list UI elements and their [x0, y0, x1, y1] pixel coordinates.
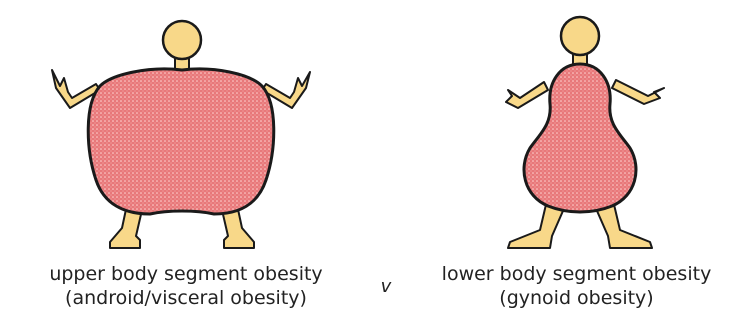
versus-label: v	[372, 276, 400, 297]
pear-shape-figure	[506, 17, 664, 248]
right-arm-icon	[612, 80, 664, 104]
head-icon	[561, 17, 599, 55]
caption-line-1: upper body segment obesity	[0, 262, 372, 286]
apple-shape-figure	[52, 21, 310, 248]
caption-line-1: lower body segment obesity	[400, 262, 753, 286]
apple-body-icon	[88, 69, 274, 214]
caption-line-2: (gynoid obesity)	[400, 286, 753, 310]
caption-line-2: (android/visceral obesity)	[0, 286, 372, 310]
upper-body-obesity-caption: upper body segment obesity (android/visc…	[0, 262, 372, 310]
lower-body-obesity-caption: lower body segment obesity (gynoid obesi…	[400, 262, 753, 310]
head-icon	[163, 21, 201, 59]
left-arm-icon	[506, 82, 548, 108]
